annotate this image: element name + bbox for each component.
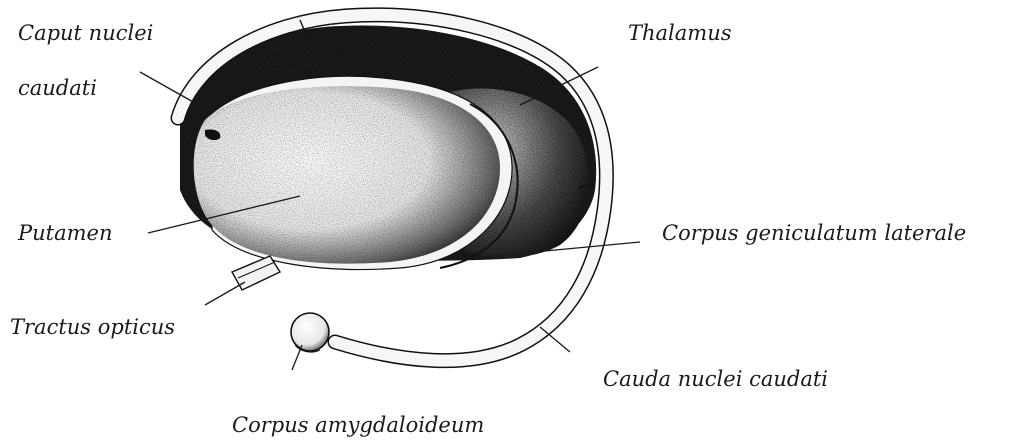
label-corpus-geniculatum: Corpus geniculatum laterale — [662, 221, 966, 245]
leader-amygdala — [292, 345, 302, 370]
label-putamen: Putamen — [17, 221, 112, 245]
label-thalamus: Thalamus — [628, 21, 732, 45]
leader-tractus-opticus — [205, 282, 245, 305]
label-caput-line2: caudati — [18, 76, 97, 100]
putamen-shape — [194, 86, 500, 264]
label-cauda: Cauda nuclei caudati — [603, 367, 828, 391]
label-caput-line1: Caput nuclei — [18, 21, 153, 45]
amygdala-shape — [291, 313, 329, 352]
label-amygdala: Corpus amygdaloideum — [232, 413, 484, 437]
label-tractus-opticus: Tractus opticus — [10, 315, 175, 339]
leader-cauda — [540, 327, 570, 352]
